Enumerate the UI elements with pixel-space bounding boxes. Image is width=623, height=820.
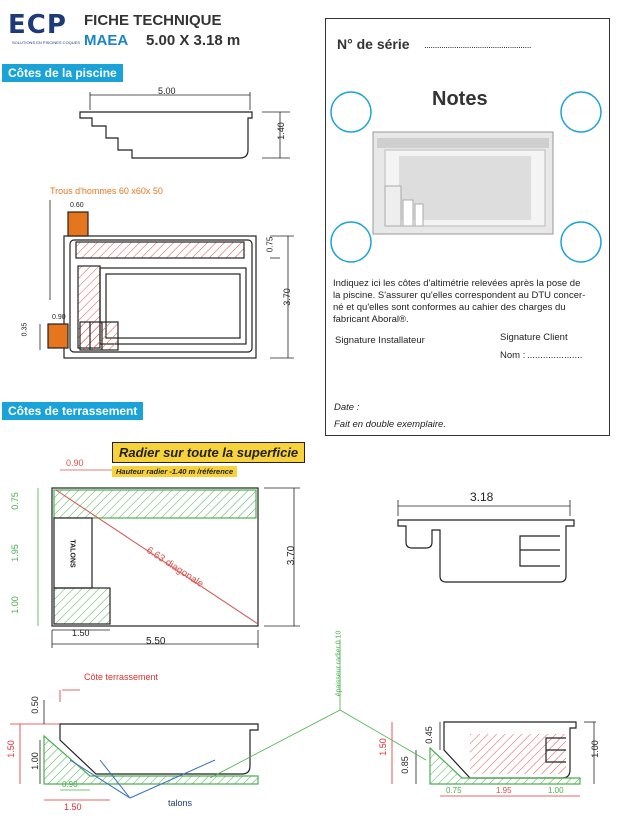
ecp-logo: ECP SOLUTIONS EN PISCINES COQUES — [8, 10, 81, 45]
section-terrassement: Côtes de terrassement — [2, 402, 144, 420]
duplicate-note: Fait en double exemplaire. — [334, 419, 446, 430]
name-label: Nom : — [500, 350, 526, 361]
section-piscine: Côtes de la piscine — [2, 64, 123, 82]
dim-s-090: 0.90 — [62, 780, 78, 789]
dim-t-370: 3.70 — [286, 545, 298, 566]
logo-subtitle: SOLUTIONS EN PISCINES COQUES — [12, 40, 81, 45]
pool-width-section — [397, 500, 575, 583]
manholes-label: Trous d'hommes 60 x60x 50 — [50, 186, 163, 196]
notes-instructions: Indiquez ici les côtes d'altimétrie rele… — [333, 278, 608, 326]
pool-plan-view — [39, 200, 294, 359]
dim-r-195: 1.95 — [496, 786, 512, 795]
page-title: FICHE TECHNIQUE — [84, 12, 222, 29]
instruction-line: la piscine. S'assurer qu'elles correspon… — [333, 290, 586, 301]
dim-035: 0.35 — [21, 322, 29, 337]
dim-r-100: 1.00 — [589, 740, 600, 758]
dim-t-100: 1.00 — [9, 596, 20, 614]
dim-r-075: 0.75 — [446, 786, 462, 795]
serial-field[interactable]: ........................................… — [424, 40, 531, 51]
note-circle-icon — [560, 221, 602, 263]
name-field[interactable]: ..................... — [527, 350, 583, 361]
dim-060: 0.60 — [70, 202, 84, 209]
dim-s-100: 1.00 — [29, 752, 40, 770]
dim-075: 0.75 — [265, 236, 275, 253]
radier-title: Radier sur toute la superficie — [112, 442, 306, 463]
pool-section-profile — [79, 92, 290, 159]
logo-text: ECP — [8, 10, 67, 40]
model-name: MAEA — [84, 32, 129, 49]
radier-subtitle: Hauteur radier -1.40 m /référence — [112, 466, 238, 477]
dim-width-318: 3.18 — [470, 490, 494, 504]
dim-090: 0.90 — [52, 314, 66, 321]
terrassement-plan — [37, 469, 300, 648]
dim-r-150: 1.50 — [377, 738, 388, 756]
notes-title: Notes — [432, 88, 488, 110]
dim-t-550: 5.50 — [146, 636, 166, 647]
terrassement-section-right — [339, 640, 596, 797]
dim-t-075: 0.75 — [9, 492, 20, 510]
talons-pointer-label: talons — [168, 798, 193, 808]
signature-client: Signature Client — [500, 332, 568, 343]
dim-s-050: 0.50 — [29, 696, 40, 714]
signature-installer: Signature Installateur — [335, 335, 425, 346]
epaisseur-label: épaisseur radier 0.10 — [335, 630, 343, 697]
talons-label: TALONS — [68, 539, 76, 568]
dim-depth: 1.40 — [275, 122, 286, 140]
dim-length: 5.00 — [158, 86, 176, 96]
instruction-line: né et qu'elles sont conformes au cahier … — [333, 302, 566, 313]
instruction-line: Indiquez ici les côtes d'altimétrie rele… — [333, 278, 581, 289]
cote-terrassement-label: Côte terrassement — [84, 672, 159, 682]
dim-r-085: 0.85 — [399, 756, 410, 774]
dim-s-150: 1.50 — [5, 740, 16, 758]
dim-t-195: 1.95 — [9, 544, 20, 562]
dim-t-090: 0.90 — [66, 458, 84, 468]
dim-r-045: 0.45 — [423, 726, 434, 744]
dim-width: 3.70 — [281, 288, 292, 306]
dim-r-100-bottom: 1.00 — [548, 786, 564, 795]
notes-panel — [325, 18, 610, 436]
instruction-line: fabricant Aboral®. — [333, 314, 409, 325]
model-size: 5.00 X 3.18 m — [146, 32, 241, 49]
note-circle-icon — [330, 221, 372, 263]
dim-s-150-bottom: 1.50 — [64, 802, 82, 812]
date-label: Date : — [334, 402, 360, 413]
serial-label: N° de série — [337, 36, 410, 52]
note-circle-icon — [330, 91, 372, 133]
note-circle-icon — [560, 91, 602, 133]
notes-illustration — [330, 91, 602, 263]
dim-t-150: 1.50 — [72, 628, 90, 638]
terrassement-section-left — [10, 689, 341, 801]
